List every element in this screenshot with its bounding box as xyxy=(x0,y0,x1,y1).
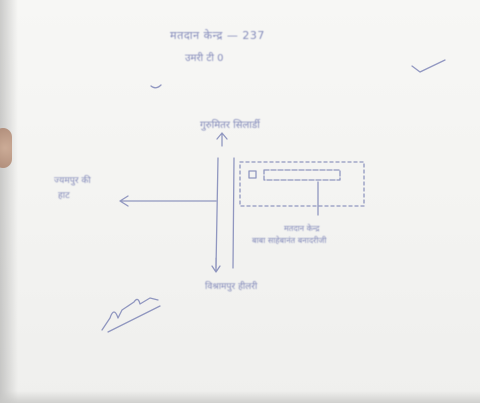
left-arrow xyxy=(119,195,217,207)
signature xyxy=(101,297,159,331)
booth-label-line-1: मतदान केन्द्र xyxy=(284,224,320,233)
header-line-2: उमरी टी 0 xyxy=(185,53,224,64)
finger-edge xyxy=(0,128,12,168)
tick-mark xyxy=(411,59,446,73)
left-direction-label-line-2: हाट xyxy=(58,191,70,201)
up-arrow xyxy=(216,132,228,147)
bottom-edge xyxy=(0,391,480,403)
road-line-right xyxy=(232,157,235,269)
booth-label-line-2: बाबा साहेबानंत बनादरीजी xyxy=(252,236,327,245)
road-line-left xyxy=(215,157,219,269)
booth-outline xyxy=(239,161,365,207)
booth-rooms xyxy=(263,169,341,181)
signature-underline xyxy=(107,305,161,333)
left-direction-label-line-1: ज्यमपुर की xyxy=(54,176,91,186)
bottom-direction-label: विश्रामपुर हीलरी xyxy=(205,282,258,292)
left-shadow xyxy=(0,0,18,403)
header-underline-mark xyxy=(150,84,162,89)
top-direction-label: गुरुमितर सिलार्डी xyxy=(200,120,260,131)
booth-room-1 xyxy=(248,170,257,179)
down-arrow xyxy=(211,257,221,273)
header-line-1: मतदान केन्द्र — 237 xyxy=(170,29,265,42)
